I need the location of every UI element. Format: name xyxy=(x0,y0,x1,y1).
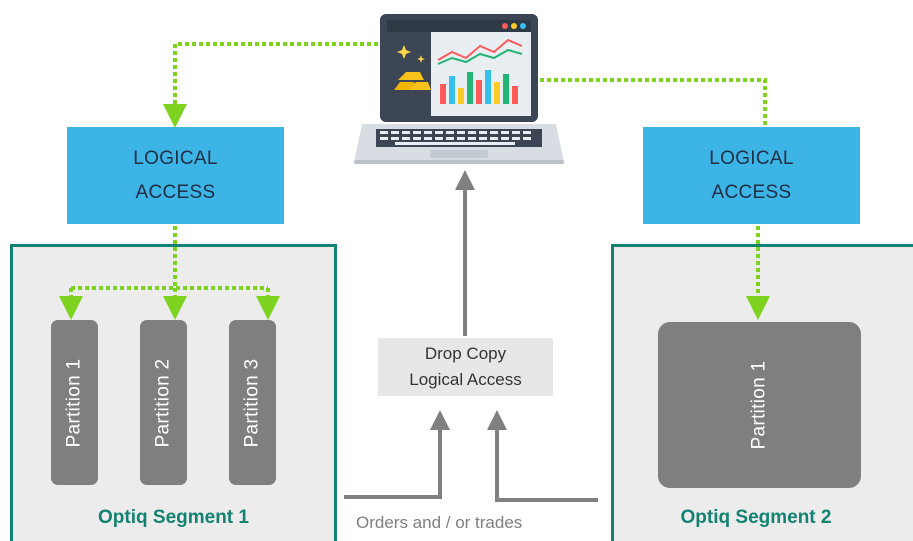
orders-label: Orders and / or trades xyxy=(356,513,523,532)
segment2-partition-1: Partition 1 xyxy=(658,322,861,488)
connector-orders-left xyxy=(344,410,450,499)
segment1-label: Optiq Segment 1 xyxy=(98,507,249,528)
optiq-segment-1: Partition 1 Partition 2 Partition 3 Opti… xyxy=(10,244,337,541)
connector-laptop-left-access xyxy=(163,42,378,128)
connector-laptop-right-access xyxy=(540,78,767,126)
segment1-partition-2: Partition 2 xyxy=(140,320,187,485)
logical-access-right-line1: LOGICAL xyxy=(709,147,794,169)
optiq-segment-2: Partition 1 Optiq Segment 2 xyxy=(611,244,913,541)
segment1-partition-1: Partition 1 xyxy=(51,320,98,485)
logical-access-right: LOGICAL ACCESS xyxy=(643,127,860,224)
drop-copy-line1: Drop Copy xyxy=(424,344,507,363)
laptop-dashboard-icon xyxy=(354,14,564,164)
connector-orders-right xyxy=(487,410,598,502)
logical-access-left: LOGICAL ACCESS xyxy=(67,127,284,224)
logical-access-left-line1: LOGICAL xyxy=(133,147,218,169)
drop-copy-line2: Logical Access xyxy=(409,370,522,389)
segment2-label: Optiq Segment 2 xyxy=(680,507,832,528)
logical-access-left-line2: ACCESS xyxy=(135,181,216,203)
drop-copy-logical-access: Drop Copy Logical Access xyxy=(378,338,553,396)
segment1-partition-3: Partition 3 xyxy=(229,320,276,485)
logical-access-right-line2: ACCESS xyxy=(711,181,792,203)
